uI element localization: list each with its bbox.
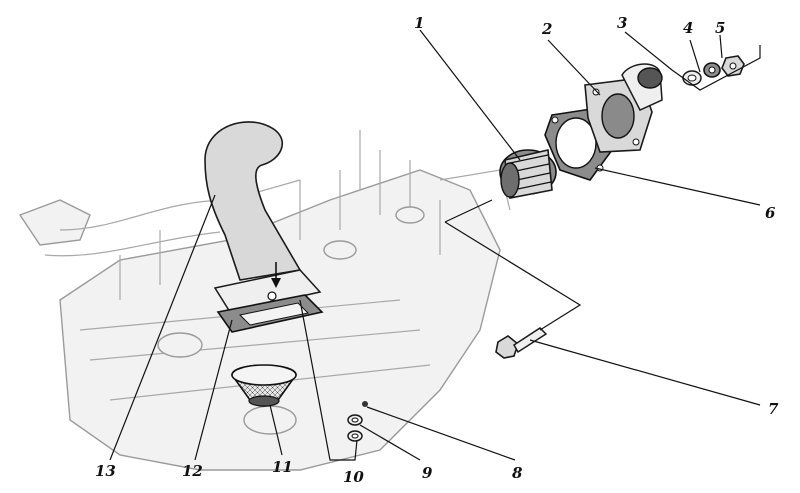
pipe-flange (213, 269, 322, 313)
callout-12: 12 (182, 462, 203, 480)
callout-11: 11 (272, 458, 293, 476)
thermostat-housing (584, 63, 663, 153)
callout-7: 7 (768, 400, 779, 418)
manifold-flange-ghost (18, 199, 91, 246)
callout-4: 4 (683, 19, 693, 37)
mesh-filter-cup (231, 364, 297, 407)
callout-2: 2 (541, 20, 552, 38)
callout-9: 9 (422, 464, 433, 482)
callout-8: 8 (512, 464, 523, 482)
callout-5: 5 (715, 19, 725, 37)
stud-end (362, 401, 368, 407)
callout-3: 3 (617, 14, 627, 32)
thermostat (499, 149, 557, 199)
leader-lines (109, 29, 761, 461)
intake-pipe-elbow (204, 121, 302, 281)
callout-13: 13 (95, 462, 116, 480)
callout-1: 1 (414, 14, 424, 32)
callout-10: 10 (343, 468, 364, 486)
callout-6: 6 (765, 204, 776, 222)
